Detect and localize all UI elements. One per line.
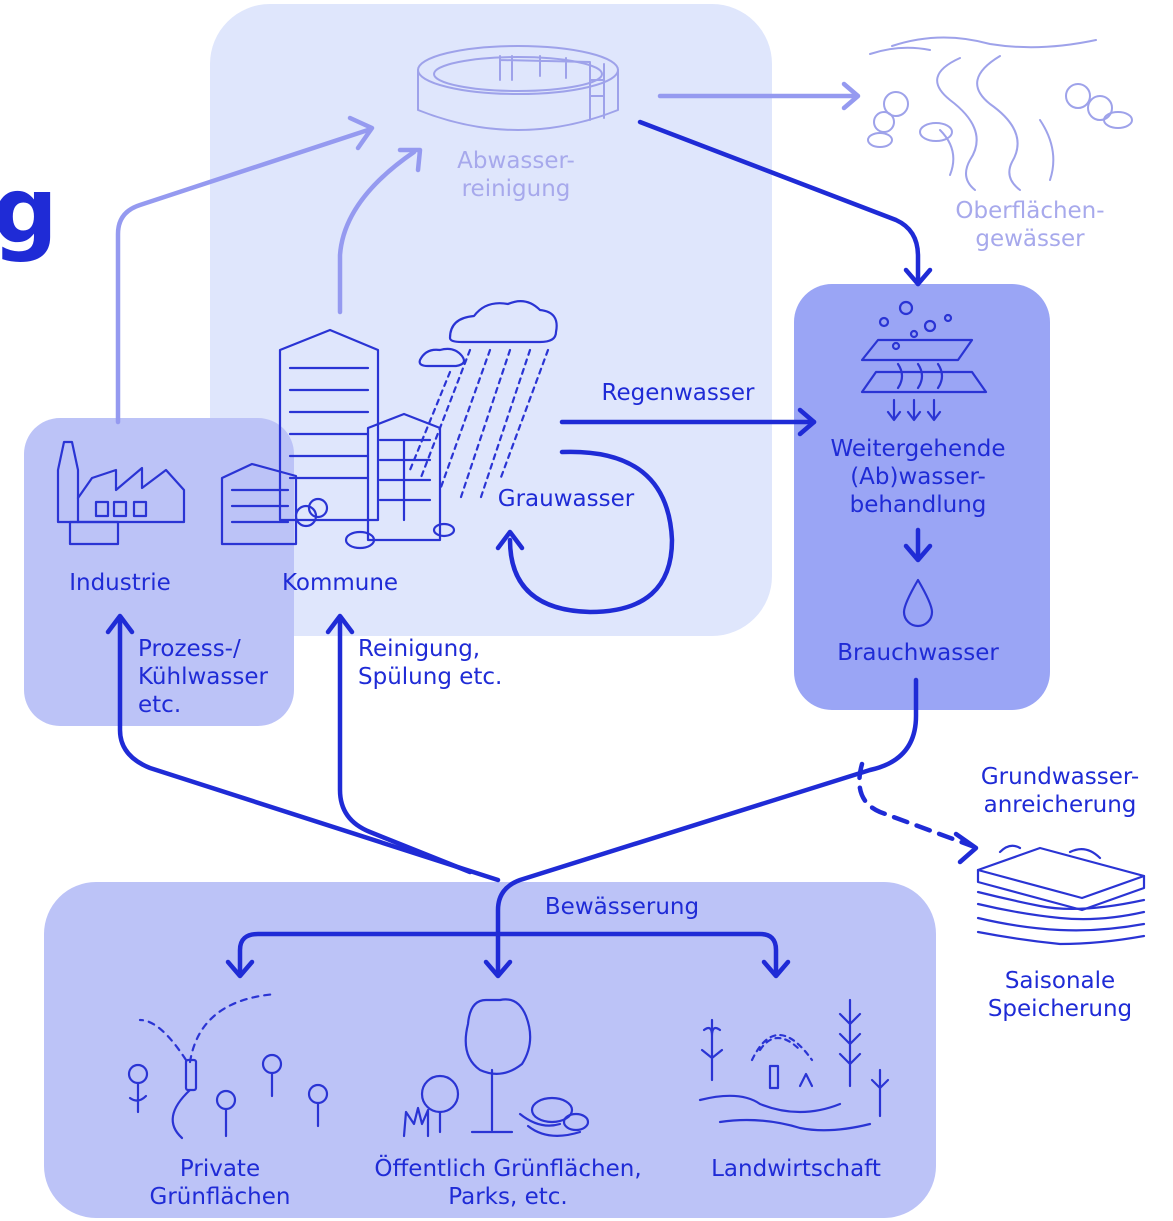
factory-icon xyxy=(56,440,186,546)
rain-cloud-icon xyxy=(408,299,558,502)
flow-grauwasser-loop xyxy=(507,449,675,615)
heading-fragment: g xyxy=(0,157,58,264)
svg-text:Private: Private xyxy=(180,1156,260,1182)
label-regenwasser: Regenwasser xyxy=(602,380,755,406)
flow-grundwasser-dashed xyxy=(857,761,975,849)
label-landwirtschaft: Landwirtschaft xyxy=(711,1156,881,1182)
arrowhead xyxy=(225,959,255,979)
city-buildings-icon xyxy=(220,328,456,550)
river-landscape-icon xyxy=(867,36,1133,191)
arrowhead xyxy=(325,613,355,635)
svg-text:Weitergehende: Weitergehende xyxy=(831,436,1006,462)
label-brauchwasser: Brauchwasser xyxy=(837,640,999,666)
label-grundwasser: Grundwasser- anreicherung xyxy=(981,764,1139,818)
svg-text:Speicherung: Speicherung xyxy=(988,996,1132,1022)
soil-layers-icon xyxy=(976,844,1146,946)
arrowhead xyxy=(841,81,861,111)
arrowhead xyxy=(797,407,817,437)
flow-industrie-to-abwasser xyxy=(115,127,371,425)
sprinkler-flowers-icon xyxy=(127,992,329,1140)
flow-to-kommune xyxy=(337,615,473,875)
label-weitergehende-behandlung: Weitergehende (Ab)wasser- behandlung xyxy=(831,436,1006,518)
arrowhead xyxy=(903,543,933,563)
svg-text:gewässer: gewässer xyxy=(975,226,1085,252)
irrigation-panel xyxy=(44,882,936,1218)
label-kommune: Kommune xyxy=(282,570,398,596)
arrowhead xyxy=(397,147,423,173)
arrowhead xyxy=(495,529,525,551)
svg-text:Spülung etc.: Spülung etc. xyxy=(358,664,502,690)
svg-text:etc.: etc. xyxy=(138,692,181,718)
label-abwasserreinigung: Abwasser- reinigung xyxy=(457,148,575,202)
label-bewaesserung: Bewässerung xyxy=(545,894,699,920)
svg-text:reinigung: reinigung xyxy=(462,176,571,202)
arrowhead xyxy=(953,831,979,865)
label-reinigung-spuelung: Reinigung, Spülung etc. xyxy=(358,636,502,690)
arrowhead xyxy=(347,115,375,151)
flow-brauchwasser-main xyxy=(495,677,919,975)
label-industrie: Industrie xyxy=(69,570,171,596)
kommune-panel xyxy=(210,4,772,636)
label-saisonale-speicherung: Saisonale Speicherung xyxy=(988,968,1132,1022)
arrowhead xyxy=(483,959,513,979)
svg-text:Oberflächen-: Oberflächen- xyxy=(955,198,1104,224)
clarifier-tank-icon xyxy=(417,45,619,131)
label-grauwasser: Grauwasser xyxy=(498,486,635,512)
svg-text:Grünflächen: Grünflächen xyxy=(150,1184,291,1210)
water-drop-icon xyxy=(902,578,934,628)
svg-text:Öffentlich Grünflächen,: Öffentlich Grünflächen, xyxy=(374,1154,641,1182)
svg-text:Parks, etc.: Parks, etc. xyxy=(448,1184,567,1210)
industrie-panel xyxy=(24,418,294,726)
svg-text:anreicherung: anreicherung xyxy=(984,792,1137,818)
trees-park-icon xyxy=(402,998,590,1138)
arrowhead xyxy=(761,959,791,979)
svg-text:Saisonale: Saisonale xyxy=(1005,968,1115,994)
flow-to-industrie xyxy=(117,615,501,883)
svg-text:(Ab)wasser-: (Ab)wasser- xyxy=(850,464,986,490)
flow-abwasser-to-treatment xyxy=(637,119,921,287)
label-private-gruenflaechen: Private Grünflächen xyxy=(150,1156,291,1210)
flow-bewaesserung-branch xyxy=(237,931,779,977)
filtration-icon xyxy=(860,300,988,422)
svg-text:Grundwasser-: Grundwasser- xyxy=(981,764,1139,790)
crops-irrigation-icon xyxy=(698,998,890,1132)
flow-kommune-to-abwasser xyxy=(337,149,417,315)
label-prozess-kuehlwasser: Prozess-/ Kühlwasser etc. xyxy=(138,636,269,718)
svg-text:Abwasser-: Abwasser- xyxy=(457,148,575,174)
label-oeffentlich-gruenflaechen: Öffentlich Grünflächen, Parks, etc. xyxy=(374,1154,641,1210)
svg-text:behandlung: behandlung xyxy=(850,492,987,518)
svg-text:Prozess-/: Prozess-/ xyxy=(138,636,241,662)
svg-text:Reinigung,: Reinigung, xyxy=(358,636,480,662)
label-oberflaechengewaesser: Oberflächen- gewässer xyxy=(955,198,1104,252)
arrowhead xyxy=(105,613,135,635)
arrowhead xyxy=(903,267,933,287)
svg-text:Kühlwasser: Kühlwasser xyxy=(138,664,269,690)
